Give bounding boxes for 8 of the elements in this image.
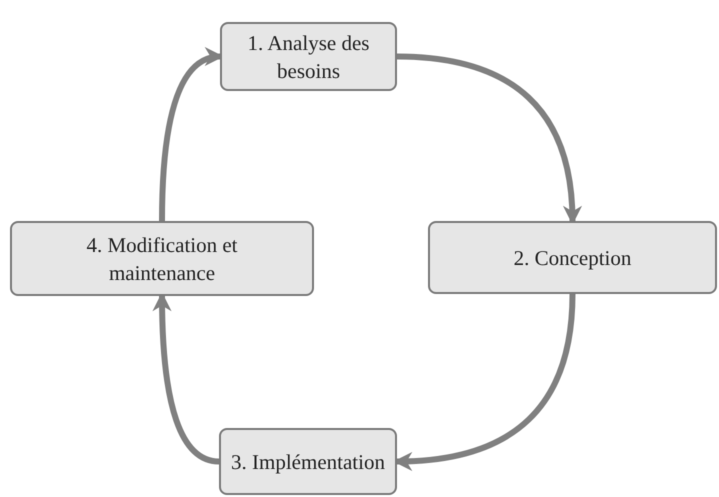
step-label: 3. Implémentation: [231, 448, 385, 476]
process-box: [219, 428, 397, 495]
process-box: [10, 221, 314, 296]
step-label: 4. Modification et maintenance: [85, 232, 239, 286]
step-label: 2. Conception: [514, 244, 632, 272]
process-box: [428, 221, 717, 294]
step-label: 1. Analyse des besoins: [246, 30, 370, 84]
process-box: [220, 22, 397, 91]
